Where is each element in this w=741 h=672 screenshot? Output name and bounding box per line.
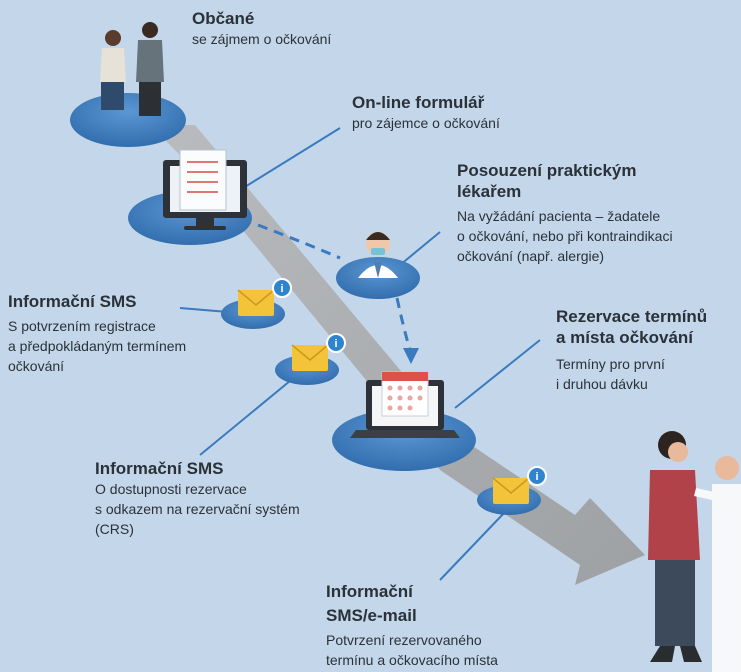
connector-reservation [454, 339, 541, 409]
info-icon [326, 333, 346, 353]
sms-availability-title: Informační SMS [95, 459, 224, 478]
citizens-title: Občané [192, 9, 255, 28]
gp-assessment-description: Na vyžádání pacienta – žadatele o očková… [457, 208, 673, 264]
sms-registration-description: S potvrzením registrace a předpokládaným… [8, 318, 187, 374]
connector-sms-email [439, 511, 506, 581]
doctor-avatar [358, 232, 398, 278]
citizens-figures [100, 22, 164, 116]
info-icon [527, 466, 547, 486]
vaccination-scene [648, 431, 741, 672]
sms-registration-title: Informační SMS [8, 292, 137, 311]
connector-gp [399, 231, 441, 266]
envelope-icon-availability: i [291, 333, 346, 371]
connector-sms-registration [179, 307, 229, 313]
online-form-description: pro zájemce o očkování [352, 115, 500, 131]
online-form-title: On-line formulář [352, 93, 485, 112]
step-gp-assessment: Posouzení praktickým lékařem Na vyžádání… [457, 160, 673, 266]
info-icon [272, 278, 292, 298]
envelope-icon-registration: i [237, 278, 292, 316]
svg-text:i: i [334, 338, 337, 350]
connector-online-form [239, 127, 341, 191]
sms-email-title: Informační SMS/e-mail [326, 582, 417, 625]
dashed-arrowhead [403, 348, 419, 364]
svg-text:i: i [280, 283, 283, 295]
step-sms-email: Informační SMS/e-mail Potvrzení rezervov… [326, 580, 498, 670]
sms-email-description: Potvrzení rezervovaného termínu a očkova… [326, 632, 498, 668]
svg-text:i: i [535, 471, 538, 483]
step-reservation: Rezervace termínů a místa očkování Termí… [556, 306, 707, 394]
process-path-arrow [150, 125, 645, 585]
reservation-title: Rezervace termínů a místa očkování [556, 307, 708, 347]
connector-sms-availability [199, 375, 297, 456]
dashed-connector-reservation [395, 297, 412, 351]
step-sms-registration: Informační SMS S potvrzením registrace a… [8, 291, 186, 376]
sms-availability-description: O dostupnosti rezervace s odkazem na rez… [95, 481, 300, 537]
calendar-laptop [350, 371, 460, 438]
platform-citizens [70, 93, 186, 147]
gp-assessment-title: Posouzení praktickým lékařem [457, 161, 637, 201]
citizens-description: se zájmem o očkování [192, 31, 332, 47]
step-sms-availability: Informační SMS O dostupnosti rezervace s… [95, 458, 300, 539]
step-online-form: On-line formulář pro zájemce o očkování [352, 92, 500, 133]
online-form-monitor [163, 149, 247, 230]
step-citizens: Občané se zájmem o očkování [192, 8, 331, 49]
reservation-description: Termíny pro první i druhou dávku [556, 356, 665, 392]
envelope-icon-confirmation: i [492, 466, 547, 504]
